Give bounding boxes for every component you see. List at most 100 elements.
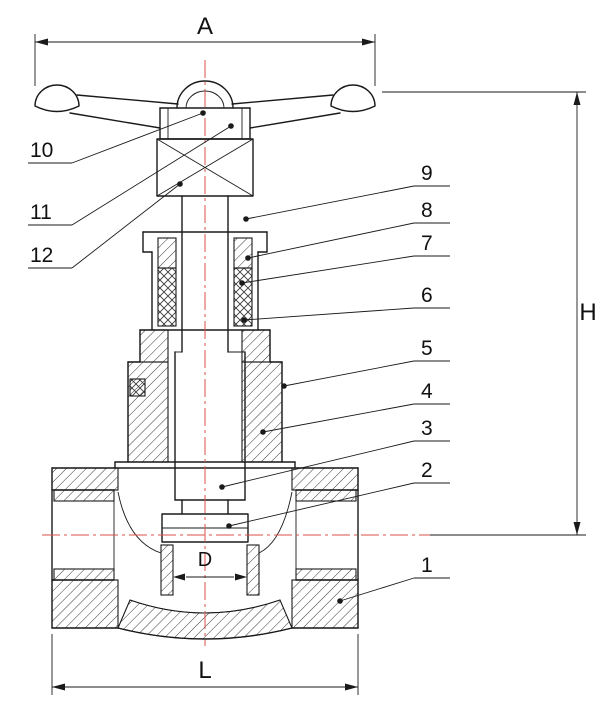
leader-line bbox=[262, 403, 415, 433]
bonnet-wall-lower-right bbox=[241, 361, 283, 463]
part-label-4: 4 bbox=[260, 380, 450, 435]
disc-holder bbox=[174, 351, 246, 515]
part-label-10: 10 bbox=[28, 110, 206, 164]
leader-dot bbox=[241, 317, 247, 323]
leader-line bbox=[241, 255, 415, 284]
dimension-A: A bbox=[34, 13, 376, 86]
arrow-right bbox=[362, 38, 375, 46]
stem-nut-box bbox=[156, 138, 254, 197]
part-label-11: 11 bbox=[28, 123, 234, 226]
leader-line bbox=[339, 577, 415, 602]
packing-left bbox=[157, 267, 177, 327]
dimension-H: H bbox=[382, 91, 597, 536]
spoke-top-left bbox=[76, 94, 179, 105]
leader-line bbox=[283, 360, 415, 387]
leader-line bbox=[221, 440, 415, 488]
part-number: 7 bbox=[421, 232, 433, 255]
flange-hatch-top-left bbox=[51, 467, 119, 491]
part-label-8: 8 bbox=[245, 199, 450, 261]
leader-line bbox=[245, 185, 415, 220]
spoke-top-right bbox=[231, 94, 334, 105]
arrow-top bbox=[573, 92, 581, 105]
valve-body bbox=[51, 461, 359, 640]
leader-dot bbox=[245, 255, 251, 261]
nut-box-outline bbox=[156, 138, 254, 197]
leader-line bbox=[71, 112, 204, 164]
part-label-6: 6 bbox=[241, 284, 450, 323]
seat-wall-right bbox=[246, 544, 260, 596]
thread-band-left-top bbox=[53, 489, 115, 502]
part-number: 5 bbox=[421, 337, 433, 360]
leader-line bbox=[247, 222, 415, 259]
part-label-2: 2 bbox=[226, 459, 450, 529]
arrow-right bbox=[235, 573, 247, 581]
spoke-bottom-left bbox=[69, 112, 161, 129]
flange-hatch-bottom-left bbox=[51, 579, 119, 629]
arrow-left bbox=[173, 573, 185, 581]
part-number: 1 bbox=[421, 554, 433, 577]
body-bottom-outer bbox=[117, 627, 293, 640]
leader-dot bbox=[281, 383, 287, 389]
arrow-right bbox=[345, 683, 358, 691]
bonnet-gasket bbox=[129, 378, 146, 397]
part-number: 6 bbox=[421, 284, 433, 307]
dimension-D: D bbox=[173, 549, 247, 581]
leader-dot bbox=[219, 484, 225, 490]
part-number: 10 bbox=[30, 139, 53, 162]
bonnet-wall-upper-right bbox=[241, 329, 271, 363]
leader-dot bbox=[200, 110, 206, 116]
leader-dot bbox=[228, 123, 234, 129]
part-label-7: 7 bbox=[239, 232, 450, 286]
spoke-bottom-right bbox=[249, 112, 341, 129]
hub-dome bbox=[176, 80, 234, 109]
dim-label-L: L bbox=[198, 657, 211, 684]
leader-dot bbox=[177, 181, 183, 187]
bonnet-wall-upper-left bbox=[139, 329, 169, 363]
bonnet bbox=[127, 329, 283, 463]
part-label-1: 1 bbox=[337, 554, 450, 604]
leader-dot bbox=[337, 598, 343, 604]
centerlines bbox=[42, 60, 448, 646]
leader-dot bbox=[243, 216, 249, 222]
bonnet-wall-lower-left bbox=[127, 361, 169, 463]
thread-band-left-bottom bbox=[53, 568, 115, 581]
leader-line bbox=[243, 307, 415, 321]
arrow-left bbox=[35, 38, 48, 46]
dim-label-H: H bbox=[579, 299, 596, 326]
leader-line bbox=[71, 125, 232, 226]
handwheel-left-rim bbox=[34, 84, 80, 113]
part-number: 2 bbox=[421, 459, 433, 482]
stem bbox=[181, 195, 229, 353]
handwheel bbox=[34, 80, 376, 140]
thread-band-right-top bbox=[295, 489, 357, 502]
flange-hatch-top-right bbox=[291, 467, 359, 491]
flange-hatch-bottom-right bbox=[291, 579, 359, 629]
nut-box-diagonal-2 bbox=[156, 138, 254, 197]
part-label-9: 9 bbox=[243, 162, 450, 222]
gland-follower-left bbox=[157, 237, 177, 269]
part-label-3: 3 bbox=[219, 417, 450, 490]
part-number: 11 bbox=[30, 201, 52, 224]
arrow-left bbox=[52, 683, 65, 691]
gland-follower-right bbox=[233, 237, 253, 269]
packing-right bbox=[233, 267, 253, 327]
leader-dot bbox=[260, 429, 266, 435]
part-number: 3 bbox=[421, 417, 433, 440]
handwheel-right-rim bbox=[330, 84, 376, 113]
arrow-bottom bbox=[573, 522, 581, 535]
leader-dot bbox=[239, 280, 245, 286]
part-label-12: 12 bbox=[28, 181, 183, 269]
dim-label-A: A bbox=[197, 13, 213, 40]
part-label-5: 5 bbox=[281, 337, 450, 389]
leader-line bbox=[71, 183, 181, 269]
part-number: 12 bbox=[30, 244, 53, 267]
leader-line bbox=[228, 482, 415, 527]
cavity-wall-right bbox=[258, 491, 293, 554]
part-number: 4 bbox=[421, 380, 433, 403]
dim-label-D: D bbox=[198, 549, 212, 571]
leader-dot bbox=[226, 523, 232, 529]
thread-band-right-bottom bbox=[295, 568, 357, 581]
seat-wall-left bbox=[160, 544, 174, 596]
